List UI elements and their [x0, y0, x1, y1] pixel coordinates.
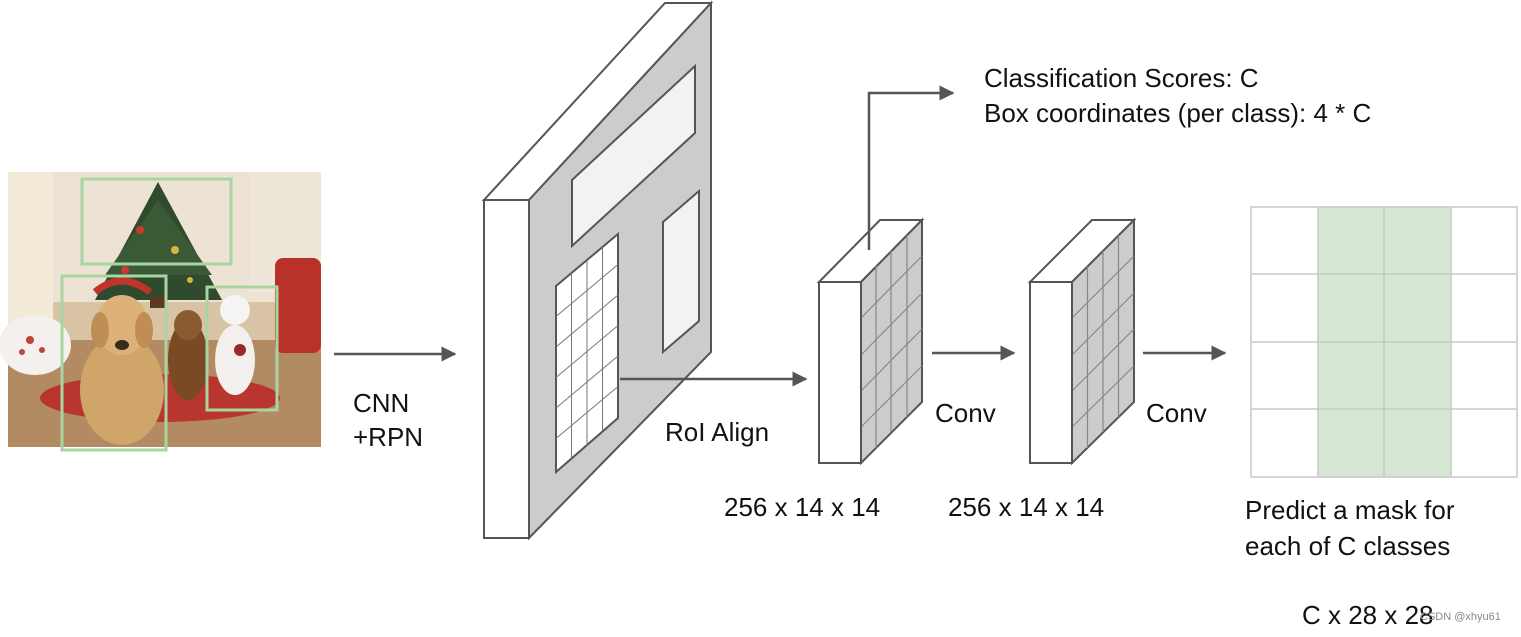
proposal-region-top [571, 63, 696, 249]
roi-feature-block-2 [1027, 217, 1137, 466]
feature-map [481, 0, 714, 541]
conv-label-1: Conv [935, 398, 996, 428]
rpn-label: +RPN [353, 422, 423, 452]
mask-output-grid [1250, 206, 1518, 478]
bbox-tree [80, 177, 233, 266]
classification-scores-label: Classification Scores: C [984, 63, 1259, 93]
proposal-region-right [662, 188, 700, 355]
predict-mask-label-1: Predict a mask for [1245, 495, 1455, 525]
input-photo [0, 172, 321, 452]
box-coordinates-label: Box coordinates (per class): 4 * C [984, 98, 1371, 128]
predict-mask-label-2: each of C classes [1245, 531, 1450, 561]
dims-label-2: 256 x 14 x 14 [948, 492, 1104, 522]
roi-align-label: RoI Align [665, 417, 769, 447]
dims-label-1: 256 x 14 x 14 [724, 492, 880, 522]
cnn-label: CNN [353, 388, 409, 418]
conv-label-2: Conv [1146, 398, 1207, 428]
bbox-dog [60, 274, 168, 452]
watermark: CSDN @xhyu61 [1420, 611, 1501, 623]
mask-dims-label: C x 28 x 28 [1302, 600, 1434, 630]
roi-feature-block-1 [816, 217, 925, 466]
classification-branch-arrow [867, 85, 955, 250]
bbox-cat [205, 285, 279, 412]
